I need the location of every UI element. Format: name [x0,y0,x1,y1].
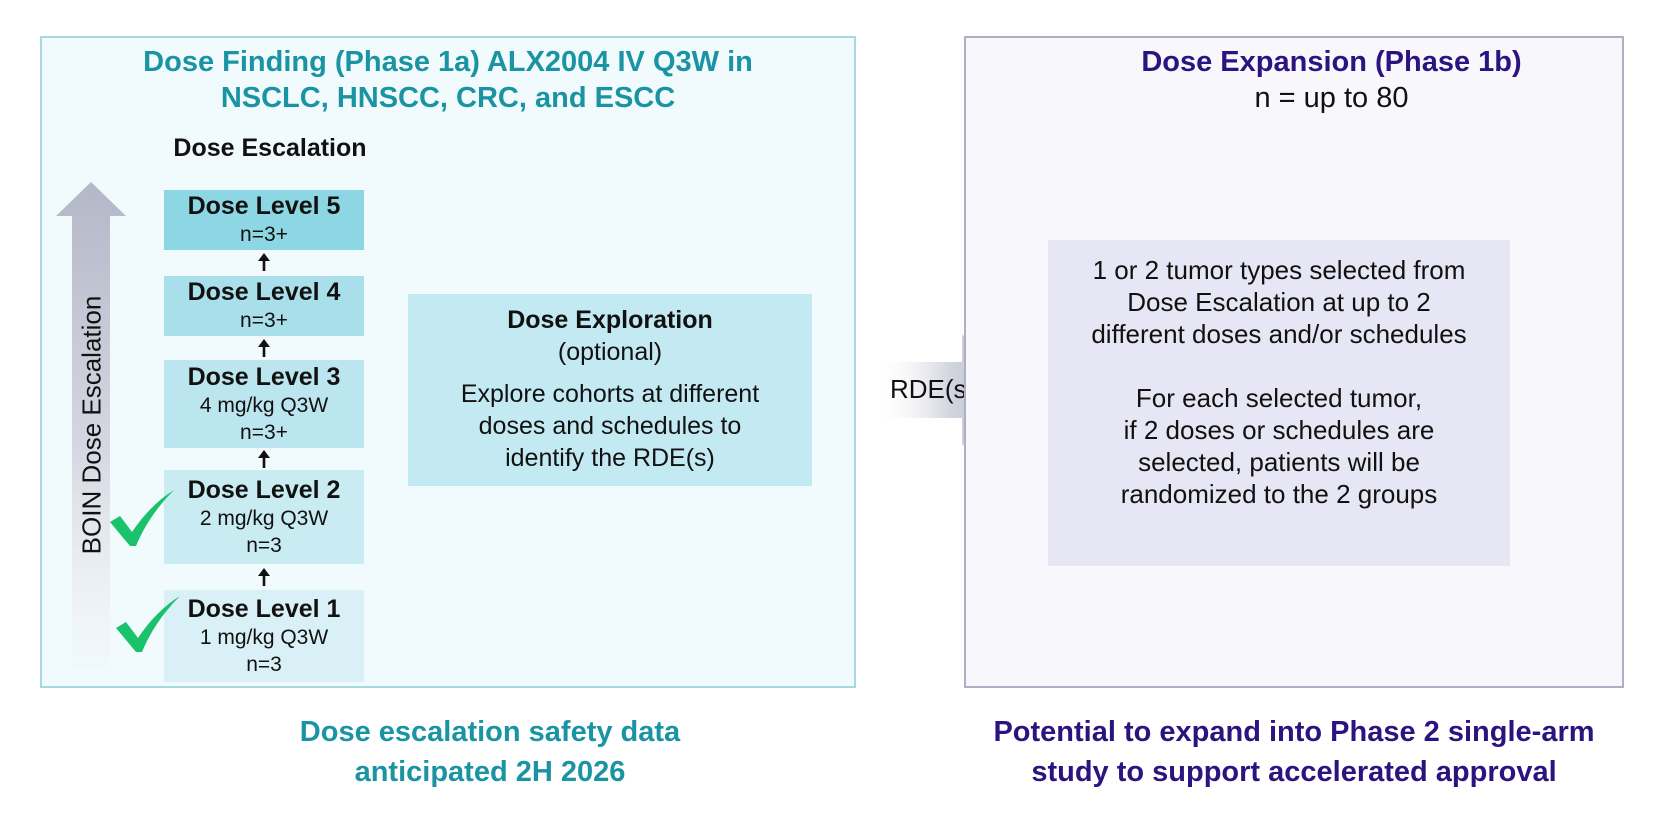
dose-level-title: Dose Level 3 [187,362,341,391]
dose-level-1: Dose Level 1 1 mg/kg Q3W n=3 [164,590,364,682]
rde-label: RDE(s) [890,374,976,404]
dose-level-dose: 1 mg/kg Q3W [199,625,329,649]
dose-exploration-box: Dose Exploration (optional) Explore coho… [408,294,812,486]
dose-escalation-heading: Dose Escalation [173,134,367,162]
expansion-paragraph-2: For each selected tumor, if 2 doses or s… [1120,383,1438,509]
phase-1a-title-line1: Dose Finding (Phase 1a) ALX2004 IV Q3W i… [143,46,753,78]
dose-exploration-subtitle: (optional) [557,338,663,366]
checkmark-icon [116,596,180,652]
escalation-up-arrow-icon [56,182,126,670]
phase-1a-title-line2: NSCLC, HNSCC, CRC, and ESCC [220,82,676,114]
phase-1a-footer: Dose escalation safety data anticipated … [299,716,681,788]
dose-level-dose: 2 mg/kg Q3W [199,506,329,530]
phase-1b-title: Dose Expansion (Phase 1b) [1141,46,1522,78]
dose-level-4: Dose Level 4 n=3+ [164,276,364,336]
dose-level-title: Dose Level 2 [187,475,341,504]
dose-level-2: Dose Level 2 2 mg/kg Q3W n=3 [164,470,364,564]
dose-level-3: Dose Level 3 4 mg/kg Q3W n=3+ [164,360,364,448]
arrow-up-icon [258,253,270,271]
dose-level-n: n=3+ [240,223,288,246]
dose-level-n: n=3 [246,652,282,676]
phase-1b-subtitle: n = up to 80 [1254,82,1409,114]
arrow-up-icon [258,339,270,357]
expansion-paragraph-1: 1 or 2 tumor types selected from Dose Es… [1091,255,1467,349]
dose-level-5: Dose Level 5 n=3+ [164,190,364,250]
dose-exploration-title: Dose Exploration [507,306,713,334]
dose-level-n: n=3 [246,533,282,557]
dose-level-n: n=3+ [240,420,288,444]
dose-level-title: Dose Level 5 [187,192,341,220]
dose-level-dose: 4 mg/kg Q3W [199,393,329,417]
dose-level-title: Dose Level 4 [187,278,341,306]
dose-expansion-box: 1 or 2 tumor types selected from Dose Es… [1048,240,1510,566]
checkmark-icon [110,490,174,546]
arrow-up-icon [258,450,270,468]
arrow-up-icon [258,568,270,586]
phase-1a-title: Dose Finding (Phase 1a) ALX2004 IV Q3W i… [40,44,856,116]
phase-1b-footer: Potential to expand into Phase 2 single-… [993,716,1595,788]
dose-level-title: Dose Level 1 [187,594,341,623]
dose-exploration-description: Explore cohorts at different doses and s… [460,380,760,472]
dose-level-n: n=3+ [240,309,288,332]
